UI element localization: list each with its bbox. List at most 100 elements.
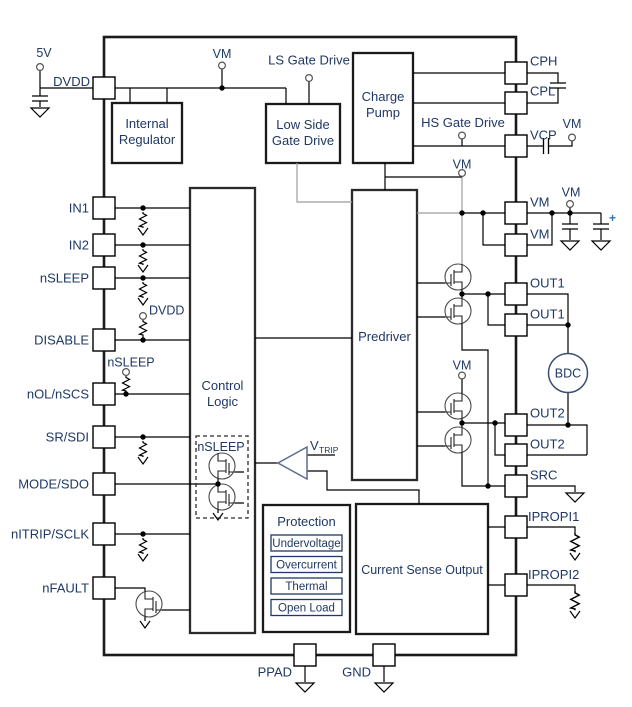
functional-blocks xyxy=(110,51,490,636)
protection-overcurrent-box xyxy=(270,555,343,574)
pin-dvdd xyxy=(92,76,116,100)
arrow-ground-in2 xyxy=(137,264,149,273)
label-src: SRC xyxy=(530,468,557,483)
label-vm-pin2: VM xyxy=(530,227,550,242)
label-out1-b: OUT1 xyxy=(530,307,565,322)
label-cpl: CPL xyxy=(530,84,555,99)
label-mode-sdo: MODE/SDO xyxy=(18,477,89,492)
pin-out2-a xyxy=(504,413,528,437)
terminal-dvdd-pullup xyxy=(139,312,148,321)
ipropi1-resistor xyxy=(570,532,580,553)
arrow-ground-ipropi2 xyxy=(569,610,581,619)
ground-vm-cap2 xyxy=(591,240,611,251)
terminal-vm-external xyxy=(565,200,574,209)
protection-thermal-box xyxy=(270,577,343,595)
pin-nol-nscs xyxy=(92,382,116,406)
pin-sr-sdi xyxy=(92,425,116,449)
label-vm-pin1: VM xyxy=(530,195,550,210)
label-open-load: Open Load xyxy=(278,603,335,615)
label-dvdd-pin: DVDD xyxy=(53,74,90,89)
block-predriver xyxy=(350,188,419,482)
terminal-vm-top xyxy=(218,61,227,70)
label-vm-hs2: VM xyxy=(453,359,472,373)
label-5v: 5V xyxy=(36,46,52,60)
label-predriver: Predriver xyxy=(358,329,411,344)
pin-out1-b xyxy=(504,313,528,337)
ground-vm-cap1 xyxy=(560,240,580,251)
label-gnd: GND xyxy=(342,665,371,680)
label-internal-regulator-1: Internal xyxy=(125,116,168,131)
pin-vcp xyxy=(504,134,528,158)
label-plus-sign: + xyxy=(609,211,616,225)
arrow-ground-srsdi xyxy=(137,456,149,465)
label-cph: CPH xyxy=(530,54,557,69)
label-control-logic-1: Control xyxy=(202,378,244,393)
mosfet-hs1-icon xyxy=(444,263,472,291)
label-ipropi1: IPROPI1 xyxy=(528,509,579,524)
label-ipropi2: IPROPI2 xyxy=(528,567,579,582)
label-vtrip-symbol: V xyxy=(310,438,319,453)
label-ls-gate-drive: LS Gate Drive xyxy=(268,53,350,68)
label-overcurrent: Overcurrent xyxy=(276,560,338,572)
junction-dots xyxy=(123,85,573,537)
ground-ppad xyxy=(295,682,315,693)
label-vm-vcp: VM xyxy=(563,117,582,131)
in1-pulldown-resistor xyxy=(138,211,148,229)
pin-nitrip-sclk xyxy=(92,522,116,546)
label-out1-a: OUT1 xyxy=(530,276,565,291)
pin-out2-b xyxy=(504,443,528,467)
vm-bulk-capacitor xyxy=(561,223,579,230)
label-nfault: nFAULT xyxy=(42,581,89,596)
label-ppad: PPAD xyxy=(258,665,292,680)
label-low-side-1: Low Side xyxy=(276,117,329,132)
block-charge-pump xyxy=(351,51,415,165)
pin-vm-1 xyxy=(504,201,528,225)
label-vcp: VCP xyxy=(530,128,557,143)
mosfet-ls2-icon xyxy=(444,426,472,454)
label-charge-pump-2: Pump xyxy=(366,105,400,120)
ground-5v xyxy=(30,107,50,118)
label-thermal: Thermal xyxy=(285,581,327,593)
block-control-logic xyxy=(188,186,257,635)
vm-electrolytic-capacitor xyxy=(592,223,610,230)
vtrip-comparator-icon xyxy=(276,445,308,481)
pin-out1-a xyxy=(504,282,528,306)
label-in2: IN2 xyxy=(69,238,89,253)
block-low-side-gate-drive xyxy=(264,102,342,165)
terminal-vm-mid xyxy=(458,169,467,178)
terminal-5v xyxy=(35,62,44,71)
terminal-hs-gate-drive xyxy=(458,131,467,140)
pin-in2 xyxy=(92,233,116,257)
label-vtrip-subscript: TRIP xyxy=(319,445,339,455)
label-bdc-motor: BDC xyxy=(555,367,581,381)
wires xyxy=(39,69,602,682)
label-nsleep: nSLEEP xyxy=(40,271,89,286)
label-control-logic-2: Logic xyxy=(207,394,239,409)
pin-nsleep xyxy=(92,266,116,290)
label-vm-mid: VM xyxy=(453,158,472,172)
nol-pullup-resistor xyxy=(121,375,131,393)
bypass-capacitor-5v xyxy=(31,95,49,102)
label-current-sense: Current Sense Output xyxy=(361,563,483,577)
nsleep-dashed-box xyxy=(195,435,249,519)
pin-src xyxy=(504,474,528,498)
label-in1: IN1 xyxy=(69,201,89,216)
mosfet-nsleep-lower-icon xyxy=(208,483,236,511)
terminal-nsleep-pullup xyxy=(121,368,130,377)
label-dvdd-pullup: DVDD xyxy=(149,304,184,318)
label-out2-b: OUT2 xyxy=(530,437,565,452)
label-disable: DISABLE xyxy=(34,333,89,348)
arrow-ground-nsleep xyxy=(137,297,149,306)
pin-nfault xyxy=(92,576,116,600)
terminal-ls-gate-drive xyxy=(305,73,314,82)
nsleep-pulldown-resistor xyxy=(138,281,148,299)
label-nsleep-box: nSLEEP xyxy=(197,440,244,454)
mosfet-nfault-icon xyxy=(135,590,163,618)
bdc-motor-icon xyxy=(547,352,589,394)
in2-pulldown-resistor xyxy=(138,248,148,266)
ground-gnd xyxy=(374,682,394,693)
label-charge-pump-1: Charge xyxy=(362,89,405,104)
label-internal-regulator-2: Regulator xyxy=(119,132,176,147)
